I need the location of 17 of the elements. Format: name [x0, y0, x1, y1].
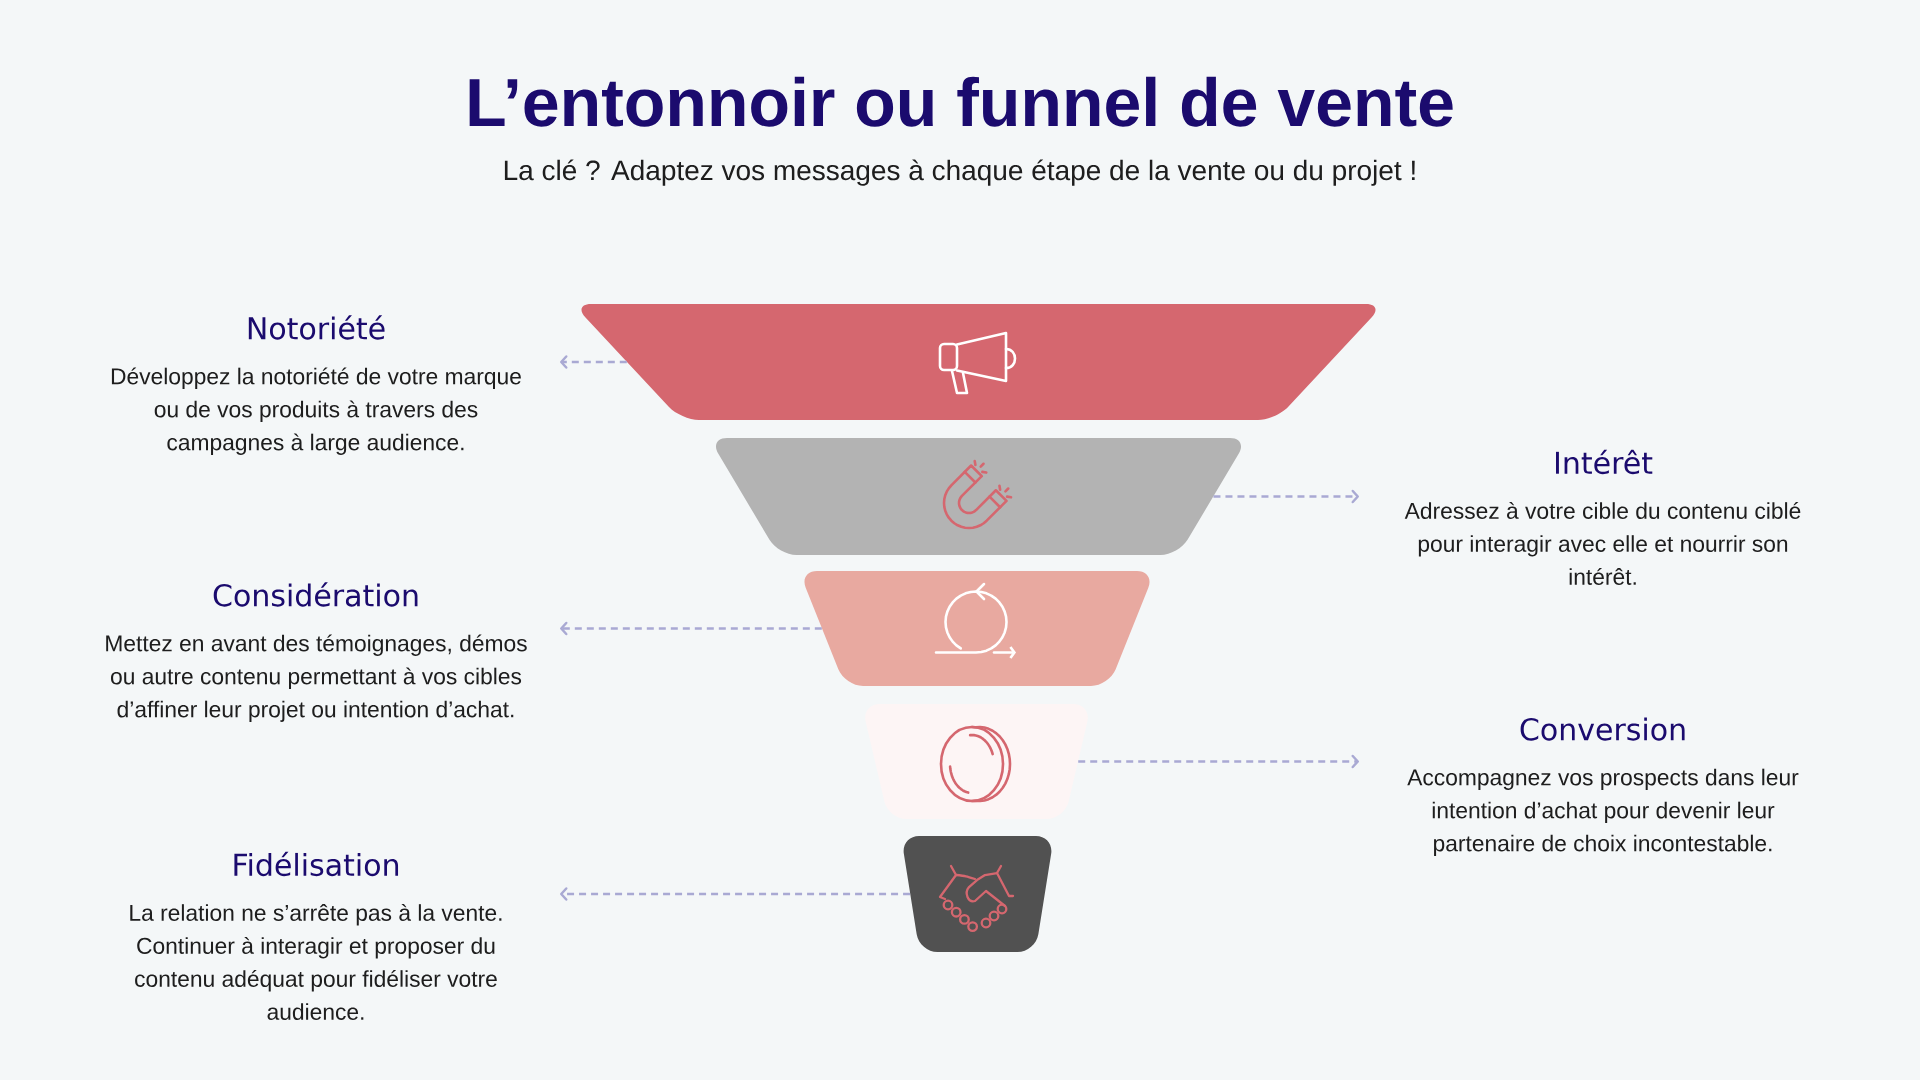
subtitle: La clé ? Adaptez vos messages à chaque étape de la vente ou du projet !: [504, 159, 1415, 186]
stage-heading: Fidélisation: [234, 851, 399, 877]
stage-heading: Considération: [213, 582, 418, 607]
stage-heading: Conversion: [1520, 717, 1685, 741]
arrow: [560, 621, 822, 636]
arrow: [1078, 754, 1359, 769]
stage-description: Développez la notoriété de votre marque ou de vos produits à travers des campagnes à large audience.: [111, 367, 521, 455]
title: L’entonnoir ou funnel de vente: [469, 76, 1453, 127]
stage-description: Mettez en avant des témoignages, démos ou autre contenu permettant à vos cibles d’affiner leur projet ou intention d’achat.: [106, 634, 527, 722]
stage-description: Accompagnez vos prospects dans leur intention d’achat pour devenir leur partenaire de choix incontestable.: [1407, 768, 1799, 856]
arrow: [560, 887, 911, 901]
arrow: [560, 355, 627, 369]
arrow: [1213, 489, 1359, 504]
stage-heading: Intérêt: [1555, 449, 1653, 475]
stage-heading: Notoriété: [248, 315, 385, 340]
stage-description: Adressez à votre cible du contenu ciblé pour interagir avec elle et nourrir son intérêt.: [1404, 501, 1801, 585]
stage-description: La relation ne s’arrête pas à la vente. Continuer à interagir et proposer du contenu adéquat pour fidéliser votre audience.: [130, 903, 502, 1020]
